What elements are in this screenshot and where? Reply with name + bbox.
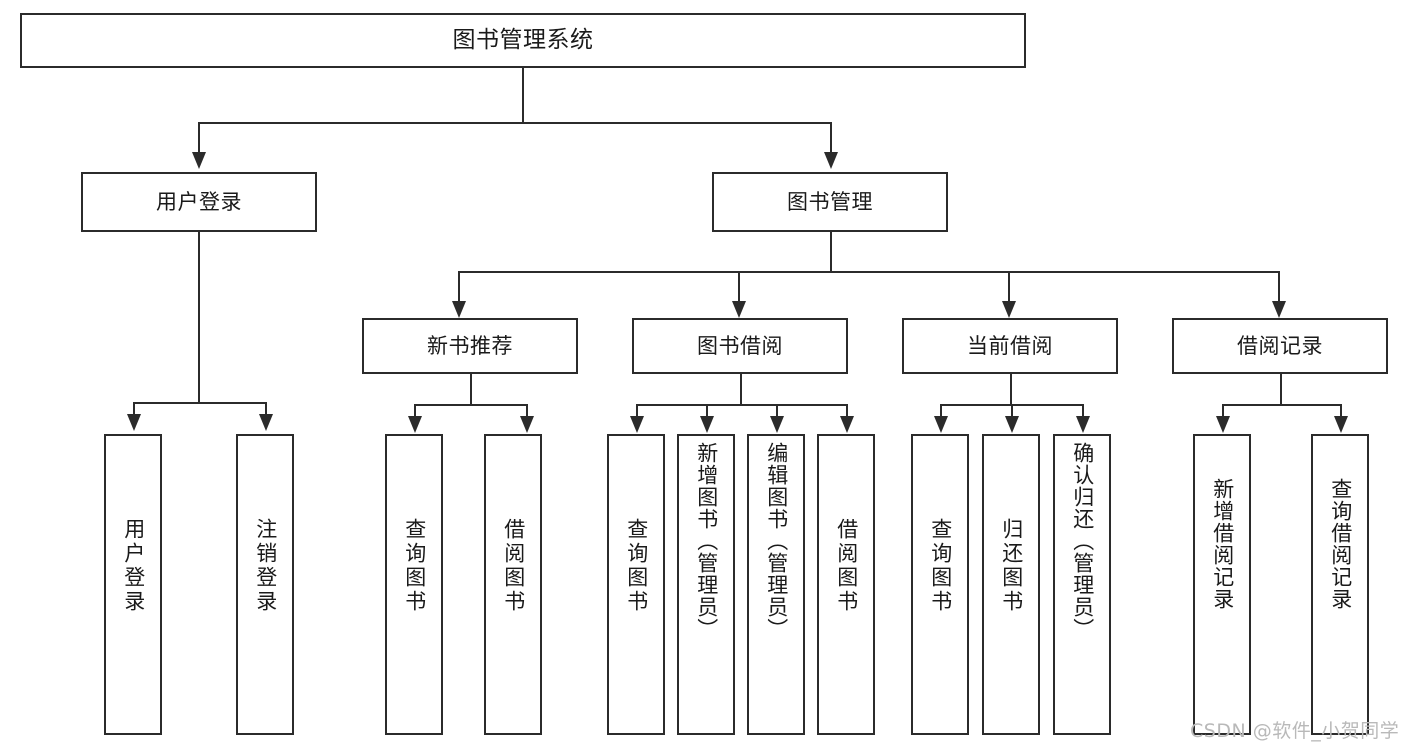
leaf-edit-book[interactable]: 编辑图书（管理员） bbox=[747, 434, 805, 735]
node-label: 图书借阅 bbox=[697, 333, 783, 358]
leaf-label: 注销登录 bbox=[253, 518, 278, 614]
leaf-add-borrow-record[interactable]: 新增借阅记录 bbox=[1193, 434, 1251, 735]
arrow-to-new-book-recommend bbox=[452, 301, 466, 318]
connector-borrow-record-drop-1 bbox=[1222, 404, 1224, 418]
connector-book-borrow-stem bbox=[740, 374, 742, 404]
connector-user-login-drop-2 bbox=[265, 402, 267, 416]
node-current-borrow[interactable]: 当前借阅 bbox=[902, 318, 1118, 374]
connector-book-manage-drop-4 bbox=[1278, 271, 1280, 303]
connector-borrow-record-stem bbox=[1280, 374, 1282, 404]
leaf-label: 查询借阅记录 bbox=[1328, 478, 1353, 610]
connector-borrow-record-drop-2 bbox=[1340, 404, 1342, 418]
arrow-to-leaf-query-book-c bbox=[934, 416, 948, 433]
arrow-to-book-borrow bbox=[732, 301, 746, 318]
node-book-borrow[interactable]: 图书借阅 bbox=[632, 318, 848, 374]
leaf-confirm-return[interactable]: 确认归还（管理员） bbox=[1053, 434, 1111, 735]
arrow-to-leaf-query-book-a bbox=[408, 416, 422, 433]
arrow-to-leaf-logout bbox=[259, 414, 273, 431]
leaf-label: 归还图书 bbox=[999, 518, 1024, 614]
connector-user-login-drop-1 bbox=[133, 402, 135, 416]
connector-book-borrow-drop-4 bbox=[846, 404, 848, 418]
connector-user-login-stem bbox=[198, 232, 200, 402]
connector-book-manage-drop-1 bbox=[458, 271, 460, 303]
leaf-return-book[interactable]: 归还图书 bbox=[982, 434, 1040, 735]
leaf-logout[interactable]: 注销登录 bbox=[236, 434, 294, 735]
leaf-label: 新增借阅记录 bbox=[1210, 478, 1235, 610]
leaf-user-login[interactable]: 用户登录 bbox=[104, 434, 162, 735]
connector-book-manage-stem bbox=[830, 232, 832, 271]
node-borrow-record[interactable]: 借阅记录 bbox=[1172, 318, 1388, 374]
arrow-to-leaf-user-login bbox=[127, 414, 141, 431]
node-label: 用户登录 bbox=[156, 189, 242, 214]
node-label: 新书推荐 bbox=[427, 333, 513, 358]
arrow-to-leaf-query-book-b bbox=[630, 416, 644, 433]
arrow-to-leaf-borrow-book-b bbox=[840, 416, 854, 433]
connector-current-borrow-drop-2 bbox=[1011, 404, 1013, 418]
arrow-to-leaf-edit-book bbox=[770, 416, 784, 433]
arrow-to-user-login bbox=[192, 152, 206, 169]
connector-user-login-bus bbox=[133, 402, 265, 404]
arrow-to-leaf-confirm-return bbox=[1076, 416, 1090, 433]
arrow-to-book-manage bbox=[824, 152, 838, 169]
connector-book-borrow-drop-1 bbox=[636, 404, 638, 418]
connector-new-book-stem bbox=[470, 374, 472, 404]
connector-book-manage-drop-3 bbox=[1008, 271, 1010, 303]
connector-root-stem bbox=[522, 68, 524, 122]
connector-book-borrow-drop-3 bbox=[776, 404, 778, 418]
node-label: 图书管理系统 bbox=[452, 26, 594, 53]
leaf-label: 借阅图书 bbox=[834, 518, 859, 614]
connector-current-borrow-drop-1 bbox=[940, 404, 942, 418]
node-root-system[interactable]: 图书管理系统 bbox=[20, 13, 1026, 68]
node-label: 当前借阅 bbox=[967, 333, 1053, 358]
arrow-to-leaf-return-book bbox=[1005, 416, 1019, 433]
leaf-query-book-borrow[interactable]: 查询图书 bbox=[607, 434, 665, 735]
node-new-book-recommend[interactable]: 新书推荐 bbox=[362, 318, 578, 374]
leaf-query-borrow-record[interactable]: 查询借阅记录 bbox=[1311, 434, 1369, 735]
leaf-label: 查询图书 bbox=[928, 518, 953, 614]
connector-current-borrow-drop-3 bbox=[1082, 404, 1084, 418]
leaf-borrow-book[interactable]: 借阅图书 bbox=[817, 434, 875, 735]
connector-borrow-record-bus bbox=[1222, 404, 1340, 406]
leaf-label: 借阅图书 bbox=[501, 518, 526, 614]
leaf-label: 查询图书 bbox=[402, 518, 427, 614]
connector-book-borrow-drop-2 bbox=[706, 404, 708, 418]
leaf-query-book-current[interactable]: 查询图书 bbox=[911, 434, 969, 735]
leaf-label: 用户登录 bbox=[121, 518, 146, 614]
node-user-login[interactable]: 用户登录 bbox=[81, 172, 317, 232]
leaf-label: 新增图书（管理员） bbox=[694, 442, 719, 640]
connector-root-drop-2 bbox=[830, 122, 832, 154]
connector-book-manage-drop-2 bbox=[738, 271, 740, 303]
leaf-label: 编辑图书（管理员） bbox=[764, 442, 789, 640]
connector-root-drop-1 bbox=[198, 122, 200, 154]
arrow-to-leaf-borrow-book-a bbox=[520, 416, 534, 433]
leaf-borrow-book-recommend[interactable]: 借阅图书 bbox=[484, 434, 542, 735]
arrow-to-leaf-query-record bbox=[1334, 416, 1348, 433]
node-book-manage[interactable]: 图书管理 bbox=[712, 172, 948, 232]
arrow-to-leaf-add-record bbox=[1216, 416, 1230, 433]
arrow-to-current-borrow bbox=[1002, 301, 1016, 318]
arrow-to-leaf-add-book bbox=[700, 416, 714, 433]
leaf-label: 查询图书 bbox=[624, 518, 649, 614]
arrow-to-borrow-record bbox=[1272, 301, 1286, 318]
node-label: 借阅记录 bbox=[1237, 333, 1323, 358]
connector-root-bus bbox=[198, 122, 832, 124]
node-label: 图书管理 bbox=[787, 189, 873, 214]
connector-book-borrow-bus bbox=[636, 404, 848, 406]
leaf-query-book-recommend[interactable]: 查询图书 bbox=[385, 434, 443, 735]
connector-new-book-drop-1 bbox=[414, 404, 416, 418]
connector-new-book-drop-2 bbox=[526, 404, 528, 418]
connector-new-book-bus bbox=[414, 404, 528, 406]
connector-book-manage-bus bbox=[458, 271, 1278, 273]
leaf-add-book[interactable]: 新增图书（管理员） bbox=[677, 434, 735, 735]
connector-current-borrow-stem bbox=[1010, 374, 1012, 404]
leaf-label: 确认归还（管理员） bbox=[1070, 442, 1095, 640]
